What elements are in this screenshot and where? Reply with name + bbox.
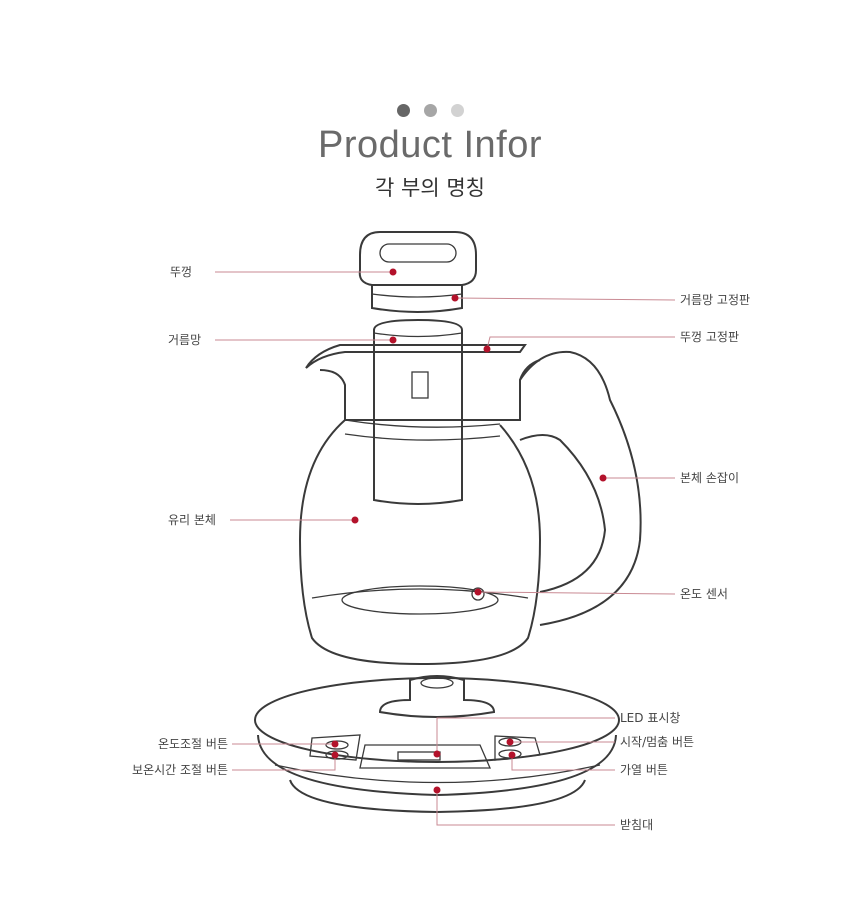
label-glass-body: 유리 본체 — [168, 513, 216, 527]
label-lid: 뚜껑 — [170, 265, 192, 279]
label-heat-button: 가열 버튼 — [620, 763, 668, 777]
callout-temp-sensor: 온도 센서 — [474, 587, 728, 601]
callout-lid-holder: 뚜껑 고정판 — [483, 330, 739, 353]
page-title: Product Infor — [317, 124, 543, 166]
label-temp-sensor: 온도 센서 — [680, 587, 728, 601]
callout-led-display: LED 표시창 — [433, 711, 680, 758]
label-led-display: LED 표시창 — [620, 711, 680, 725]
label-base: 받침대 — [620, 818, 653, 832]
page-subtitle: 각 부의 명칭 — [375, 176, 485, 200]
label-filter-holder: 거름망 고정판 — [680, 293, 750, 307]
callout-glass-body: 유리 본체 — [168, 513, 359, 527]
callout-base: 받침대 — [433, 786, 653, 832]
callout-filter: 거름망 — [168, 333, 397, 347]
filter-drawing — [373, 318, 463, 505]
label-keep-warm-button: 보온시간 조절 버튼 — [132, 763, 228, 777]
label-temp-button: 온도조절 버튼 — [158, 737, 228, 751]
label-handle: 본체 손잡이 — [680, 471, 739, 485]
pager-dots — [0, 104, 860, 117]
callout-filter-holder: 거름망 고정판 — [451, 293, 750, 307]
callout-lid: 뚜껑 — [170, 265, 397, 279]
pager-dot[interactable] — [450, 104, 464, 117]
callout-keep-warm-button: 보온시간 조절 버튼 — [132, 751, 339, 777]
label-start-stop-button: 시작/멈춤 버튼 — [620, 735, 694, 749]
label-lid-holder: 뚜껑 고정판 — [680, 330, 739, 344]
label-filter: 거름망 — [168, 333, 201, 347]
lid-drawing — [358, 231, 477, 313]
callout-handle: 본체 손잡이 — [599, 471, 739, 485]
glass-body-drawing — [298, 344, 642, 666]
callout-temp-button: 온도조절 버튼 — [158, 737, 339, 751]
pager-dot[interactable] — [423, 104, 437, 117]
pager-dot[interactable] — [396, 104, 410, 117]
callout-start-stop-button: 시작/멈춤 버튼 — [506, 735, 694, 749]
callout-heat-button: 가열 버튼 — [508, 751, 668, 777]
